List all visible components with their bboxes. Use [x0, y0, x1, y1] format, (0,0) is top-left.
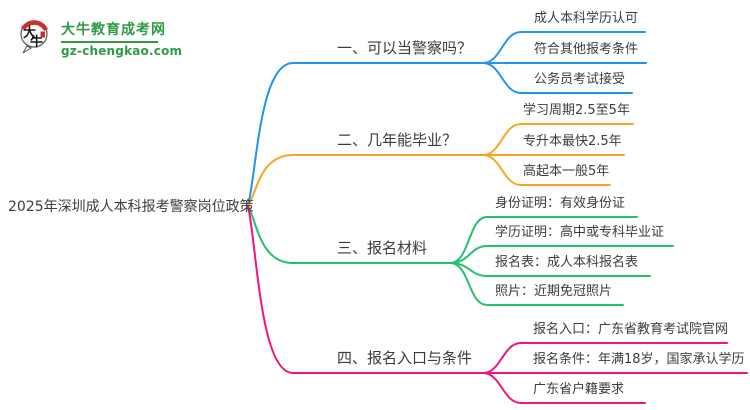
logo-char-niu: 牛: [30, 34, 43, 50]
branch-2-child-2: 专升本最快2.5年: [523, 134, 622, 149]
root-topic: 2025年深圳成人本科报考警察岗位政策: [8, 199, 254, 215]
branch-2-connector: [247, 154, 484, 207]
branch-4-child-2: 报名条件：年满18岁，国家承认学历: [533, 352, 745, 367]
branch-2-child-1-connector: [482, 123, 634, 156]
branch-3-connector: [247, 205, 451, 264]
site-logo-text: 大牛教育成考网 gz-chengkao.com: [61, 18, 182, 58]
branch-2-child-1: 学习周期2.5至5年: [523, 103, 630, 118]
daniu-bull-logo-icon: 大 牛: [20, 20, 49, 54]
branch-3-child-3: 报名表：成人本科报名表: [495, 255, 639, 270]
branch-1-child-3-connector: [482, 62, 633, 94]
branch-3-child-4-connector: [449, 262, 624, 306]
site-url: gz-chengkao.com: [61, 44, 183, 58]
branch-1-child-3: 公务员考试接受: [534, 72, 626, 87]
branch-4-child-3-connector: [482, 372, 646, 404]
branch-1-child-2: 符合其他报考条件: [534, 42, 639, 57]
logo-red-seal: [40, 31, 45, 38]
branch-4-label: 四、报名入口与条件: [337, 349, 473, 367]
branch-2-child-3: 高起本一般5年: [523, 164, 610, 179]
branch-3-child-4: 照片：近期免冠照片: [495, 284, 613, 299]
branch-3-child-1-connector: [449, 216, 638, 264]
branch-3-child-1: 身份证明：有效身份证: [495, 196, 626, 211]
site-logo: 大 牛 大牛教育成考网 gz-chengkao.com: [18, 18, 182, 58]
branch-1-child-1-connector: [482, 31, 646, 64]
branch-4-connector: [247, 205, 484, 374]
branch-3-child-2: 学历证明：高中或专科毕业证: [495, 225, 665, 240]
branch-4-child-1: 报名入口：广东省教育考试院官网: [533, 322, 729, 337]
branch-2-child-3-connector: [482, 154, 611, 186]
logo-char-da: 大: [23, 25, 36, 41]
branch-4-child-3: 广东省户籍要求: [533, 382, 625, 397]
logo-divider: [61, 41, 158, 43]
branch-4-child-1-connector: [482, 342, 728, 374]
site-name: 大牛教育成考网: [61, 22, 166, 38]
branch-2-label: 二、几年能毕业？: [337, 131, 458, 149]
branch-1-child-1: 成人本科学历认可: [534, 11, 639, 26]
branch-3-label: 三、报名材料: [337, 239, 428, 257]
branch-1-connector: [247, 62, 484, 207]
branch-1-label: 一、可以当警察吗？: [337, 39, 473, 57]
